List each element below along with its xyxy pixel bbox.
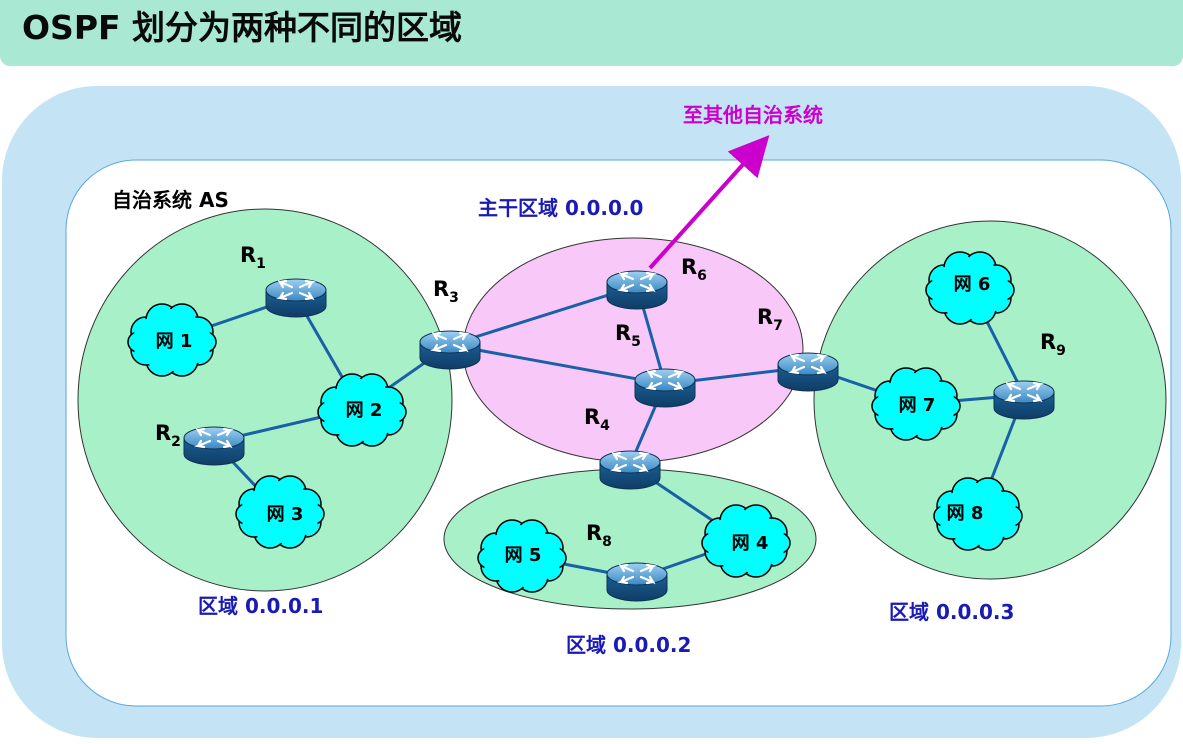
router-icon [606,562,668,602]
router-label-r6: R6 [681,255,707,284]
title-bar: OSPF 划分为两种不同的区域 [0,0,1183,66]
network-cloud-icon [701,504,791,578]
as-label: 自治系统 AS [112,188,229,212]
network-cloud-icon [127,303,217,377]
network-label: 网 6 [954,274,991,295]
router-icon [606,270,668,310]
area-1-label: 区域 0.0.0.1 [198,594,323,618]
network-label: 网 7 [899,395,936,416]
router-icon [993,380,1055,420]
router-icon [265,278,327,318]
router-icon [419,330,481,370]
network-label: 网 2 [346,400,383,421]
router-label-r4: R4 [584,405,610,434]
network-cloud-icon [925,251,1015,325]
network-label: 网 1 [156,331,193,352]
page-title: OSPF 划分为两种不同的区域 [22,8,463,47]
router-label-r7: R7 [757,305,783,334]
network-label: 网 5 [505,545,542,566]
area-3-ellipse [813,220,1167,580]
network-cloud-icon [871,367,961,441]
router-label-r1: R1 [240,243,266,272]
link [449,343,666,386]
router-icon [599,450,661,490]
network-cloud-icon [235,475,325,549]
external-as-arrow [648,135,770,270]
network-cloud-icon [933,477,1023,551]
network-label: 网 3 [267,504,304,525]
area-1-ellipse [77,208,453,592]
link [449,284,638,347]
router-icon [777,352,839,392]
network-label: 网 4 [732,533,769,554]
router-icon [183,426,245,466]
backbone-area-label: 主干区域 0.0.0.0 [478,196,643,220]
external-as-label: 至其他自治系统 [683,103,823,127]
network-label: 网 8 [947,503,984,524]
area-2-label: 区域 0.0.0.2 [566,633,691,657]
network-cloud-icon [317,373,407,447]
network-cloud-icon [477,519,567,593]
router-label-r8: R8 [586,521,612,550]
router-label-r2: R2 [155,421,181,450]
router-label-r3: R3 [433,277,459,306]
area-3-label: 区域 0.0.0.3 [889,600,1014,624]
router-icon [634,368,696,408]
router-label-r5: R5 [615,321,641,350]
router-label-r9: R9 [1040,330,1066,359]
